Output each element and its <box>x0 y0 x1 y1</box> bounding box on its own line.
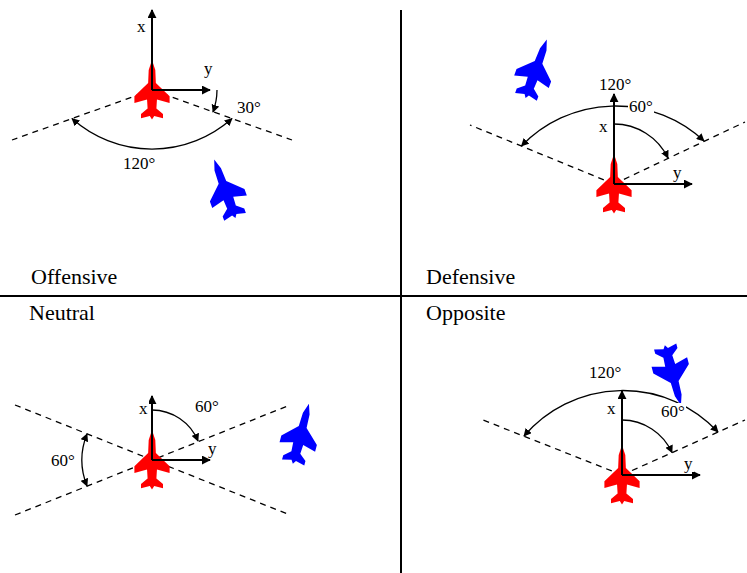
offensive-panel <box>12 10 292 224</box>
blue-aircraft <box>275 399 327 469</box>
quadrant-divider <box>0 295 747 297</box>
axis-label: y <box>683 455 694 472</box>
panel-title: Offensive <box>30 266 118 288</box>
angle-label: 60° <box>660 403 686 420</box>
angle-label: 60° <box>194 398 220 415</box>
opposite-panel <box>483 341 745 505</box>
angle-label: 30° <box>236 99 262 116</box>
axis-label: x <box>138 400 149 417</box>
blue-aircraft <box>508 33 564 104</box>
panel-title: Defensive <box>425 266 516 288</box>
angle-label: 120° <box>598 76 632 93</box>
angle-label: 60° <box>50 452 76 469</box>
panel-title: Opposite <box>425 302 506 324</box>
axis-label: x <box>136 18 147 35</box>
angle-label: 60° <box>628 98 654 115</box>
axis-label: x <box>606 400 617 417</box>
axis-label: y <box>203 60 214 77</box>
angle-label: 120° <box>122 155 156 172</box>
angle-label: 120° <box>588 364 622 381</box>
panel-title: Neutral <box>28 302 96 324</box>
blue-aircraft <box>647 341 699 411</box>
quadrant-divider <box>400 10 402 573</box>
defensive-panel <box>470 33 745 213</box>
axis-label: y <box>207 440 218 457</box>
blue-aircraft <box>197 153 253 224</box>
axis-label: y <box>672 164 683 181</box>
neutral-panel <box>15 396 327 515</box>
axis-label: x <box>598 118 609 135</box>
